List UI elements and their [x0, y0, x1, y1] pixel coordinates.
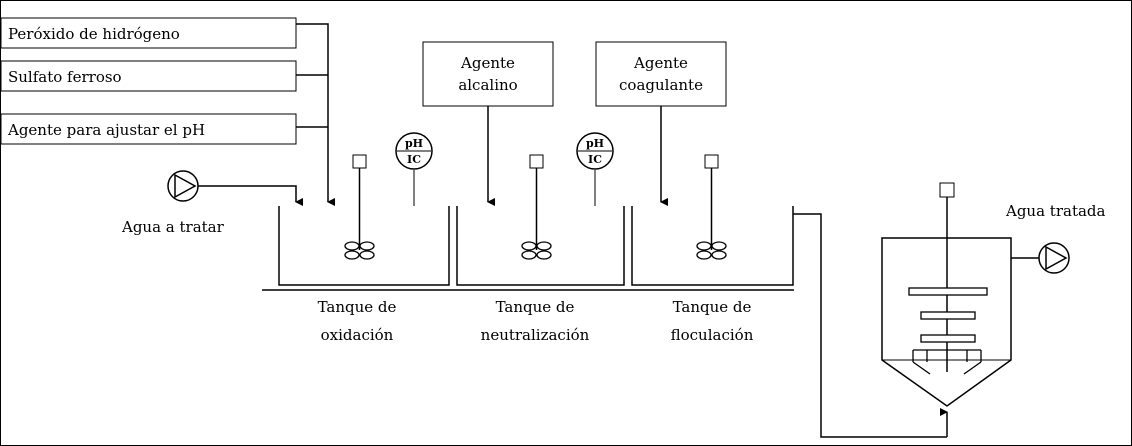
- input-ph-agent: Agente para ajustar el pH: [0, 113, 297, 145]
- input-peroxide: Peróxido de hidrógeno: [0, 17, 297, 49]
- ph-controller-top-label: pH: [586, 137, 604, 150]
- ph-controller-bottom-label: IC: [407, 153, 421, 166]
- tank-label-flocculation-1: Tanque de: [673, 298, 752, 316]
- agitator-motor-icon: [939, 182, 955, 198]
- agitator-motor-icon: [529, 154, 544, 169]
- coagulant-agent-label-2: coagulante: [619, 76, 703, 94]
- coagulant-agent-box: Agente coagulante: [595, 41, 727, 107]
- tank-label-oxidation-2: oxidación: [321, 326, 394, 344]
- coagulant-agent-label-1: Agente: [633, 54, 688, 72]
- ph-controller-top-label: pH: [405, 137, 423, 150]
- input-ferrous-sulfate: Sulfato ferroso: [0, 60, 297, 92]
- flocculation-tank: [631, 154, 794, 286]
- agitator-impeller-icon: [344, 241, 375, 260]
- chemical-feed-lines: [296, 23, 335, 206]
- tank-label-oxidation-1: Tanque de: [318, 298, 397, 316]
- inlet-pump-icon: [167, 170, 199, 202]
- alkaline-agent-box: Agente alcalino: [422, 41, 554, 107]
- alkaline-agent-label-1: Agente: [460, 54, 515, 72]
- inlet-label: Agua a tratar: [121, 218, 225, 236]
- outlet-pump-icon: [1038, 242, 1070, 274]
- inlet-line: [198, 185, 303, 206]
- settler-rake-icon: [908, 287, 988, 375]
- tank-label-neutralization-1: Tanque de: [496, 298, 575, 316]
- agitator-motor-icon: [704, 154, 719, 169]
- tank-label-neutralization-2: neutralización: [481, 326, 590, 344]
- agitator-impeller-icon: [696, 241, 727, 260]
- ph-controller-bottom-label: IC: [588, 153, 602, 166]
- input-peroxide-label: Peróxido de hidrógeno: [8, 25, 180, 43]
- transfer-line: [793, 213, 947, 438]
- agitator-impeller-icon: [521, 241, 552, 260]
- input-ferrous-label: Sulfato ferroso: [8, 68, 122, 86]
- settler-tank: [881, 182, 1012, 407]
- input-ph-agent-label: Agente para ajustar el pH: [7, 121, 205, 139]
- tank-label-flocculation-2: floculación: [671, 326, 754, 344]
- ph-controller-icon: pH IC: [395, 132, 433, 206]
- ph-controller-icon: pH IC: [576, 132, 614, 206]
- agitator-motor-icon: [352, 154, 367, 169]
- alkaline-agent-label-2: alcalino: [458, 76, 517, 94]
- neutralization-tank: [456, 154, 625, 286]
- oxidation-tank: [278, 154, 450, 286]
- outlet-label: Agua tratada: [1005, 202, 1106, 220]
